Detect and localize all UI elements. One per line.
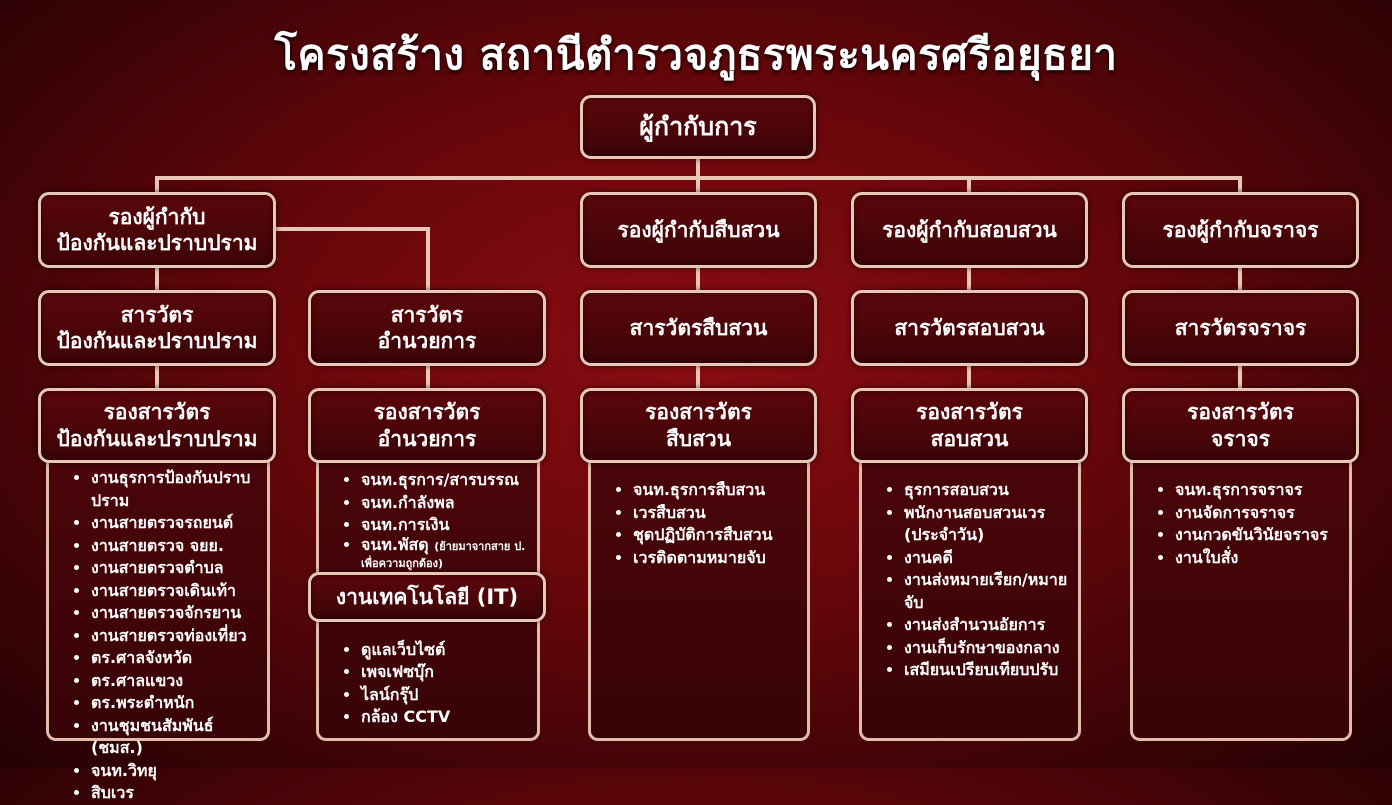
deputy-traffic-box: รองผู้กำกับจราจร xyxy=(1122,192,1359,268)
list-item: เพจเฟซบุ๊ก xyxy=(361,661,527,684)
list-item: งานสายตรวจจักรยาน xyxy=(91,602,257,625)
list-item: จนท.การเงิน xyxy=(361,514,527,537)
list-item: จนท.ธุรการสืบสวน xyxy=(633,479,797,502)
list-item: จนท.พัสดุ (ย้ายมาจากสาย ป. เพื่อความถูกต… xyxy=(361,534,527,571)
list-item: งานส่งสำนวนอัยการ xyxy=(904,614,1068,637)
traffic-duties-list: จนท.ธุรการจราจร งานจัดการจราจร งานกวดขัน… xyxy=(1130,455,1352,741)
inspector-investigation-box: สารวัตรสืบสวน xyxy=(580,290,817,366)
page-title: โครงสร้าง สถานีตำรวจภูธรพระนครศรีอยุธยา xyxy=(274,30,1118,79)
list-item: งานสายตรวจเดินเท้า xyxy=(91,580,257,603)
connector xyxy=(1238,365,1242,388)
list-item: จนท.วิทยุ xyxy=(91,760,257,783)
connector xyxy=(967,267,971,290)
item-note: (ย้ายมาจากสาย ป. เพื่อความถูกต้อง) xyxy=(361,539,526,570)
it-unit-box: งานเทคโนโลยี (IT) xyxy=(308,572,546,622)
list-item: ไลน์กรุ๊ป xyxy=(361,684,527,707)
connector xyxy=(967,176,971,192)
list-item: งานชุมชนสัมพันธ์ (ชมส.) xyxy=(91,715,257,760)
list-item: งานคดี xyxy=(904,547,1068,570)
sub-inspector-traffic-box: รองสารวัตร จราจร xyxy=(1122,388,1359,463)
list-item: เวรติดตามหมายจับ xyxy=(633,547,797,570)
inspector-prevention-box: สารวัตร ป้องกันและปราบปราม xyxy=(38,290,276,366)
list-item: งานส่งหมายเรียก/หมายจับ xyxy=(904,569,1068,614)
connector xyxy=(275,227,430,231)
superintendent-box: ผู้กำกับการ xyxy=(580,95,816,159)
connector xyxy=(696,176,700,192)
item-text: จนท.พัสดุ xyxy=(361,534,429,554)
connector xyxy=(967,365,971,388)
connector xyxy=(155,176,159,192)
list-item: งานสายตรวจตำบล xyxy=(91,557,257,580)
inspector-inquiry-box: สารวัตรสอบสวน xyxy=(851,290,1088,366)
list-item: จนท.ธุรการ/สารบรรณ xyxy=(361,469,527,492)
sub-inspector-inquiry-box: รองสารวัตร สอบสวน xyxy=(851,388,1088,463)
list-item: งานจัดการจราจร xyxy=(1175,502,1339,525)
inquiry-duties-list: ธุรการสอบสวน พนักงานสอบสวนเวร (ประจำวัน)… xyxy=(859,455,1081,741)
sub-inspector-investigation-box: รองสารวัตร สืบสวน xyxy=(580,388,817,463)
list-item: ตร.ศาลแขวง xyxy=(91,670,257,693)
connector xyxy=(426,227,430,290)
list-item: ชุดปฏิบัติการสืบสวน xyxy=(633,524,797,547)
connector xyxy=(696,158,700,178)
sub-inspector-prevention-box: รองสารวัตร ป้องกันและปราบปราม xyxy=(38,388,276,463)
inspector-admin-box: สารวัตร อำนวยการ xyxy=(308,290,546,366)
prevention-duties-list: งานธุรการป้องกันปราบปราม งานสายตรวจรถยนต… xyxy=(46,455,270,802)
list-item: ตร.ศาลจังหวัด xyxy=(91,647,257,670)
list-item: สิบเวร xyxy=(91,782,257,805)
connector xyxy=(1238,176,1242,192)
deputy-inquiry-box: รองผู้กำกับสอบสวน xyxy=(851,192,1088,268)
list-item: ธุรการสอบสวน xyxy=(904,479,1068,502)
sub-inspector-admin-box: รองสารวัตร อำนวยการ xyxy=(308,388,546,463)
list-item: งานสายตรวจรถยนต์ xyxy=(91,512,257,535)
investigation-duties-list: จนท.ธุรการสืบสวน เวรสืบสวน ชุดปฏิบัติการ… xyxy=(588,455,810,741)
list-item: จนท.ธุรการจราจร xyxy=(1175,479,1339,502)
list-item: ดูแลเว็บไซต์ xyxy=(361,639,527,662)
list-item: งานเก็บรักษาของกลาง xyxy=(904,637,1068,660)
list-item: งานสายตรวจ จยย. xyxy=(91,535,257,558)
list-item: เวรสืบสวน xyxy=(633,502,797,525)
list-item: กล้อง CCTV xyxy=(361,706,527,729)
connector xyxy=(155,365,159,388)
connector xyxy=(696,365,700,388)
connector xyxy=(155,267,159,290)
list-item: งานธุรการป้องกันปราบปราม xyxy=(91,467,257,512)
connector xyxy=(696,267,700,290)
connector xyxy=(1238,267,1242,290)
list-item: งานกวดขันวินัยจราจร xyxy=(1175,524,1339,547)
deputy-investigation-box: รองผู้กำกับสืบสวน xyxy=(580,192,817,268)
list-item: จนท.กำลังพล xyxy=(361,492,527,515)
list-item: เสมียนเปรียบเทียบปรับ xyxy=(904,659,1068,682)
list-item: ตร.พระตำหนัก xyxy=(91,692,257,715)
deputy-prevention-box: รองผู้กำกับ ป้องกันและปราบปราม xyxy=(38,192,276,268)
list-item: งานสายตรวจท่องเที่ยว xyxy=(91,625,257,648)
list-item: พนักงานสอบสวนเวร (ประจำวัน) xyxy=(904,502,1068,547)
connector xyxy=(426,365,430,388)
inspector-traffic-box: สารวัตรจราจร xyxy=(1122,290,1359,366)
list-item: งานใบสั่ง xyxy=(1175,547,1339,570)
